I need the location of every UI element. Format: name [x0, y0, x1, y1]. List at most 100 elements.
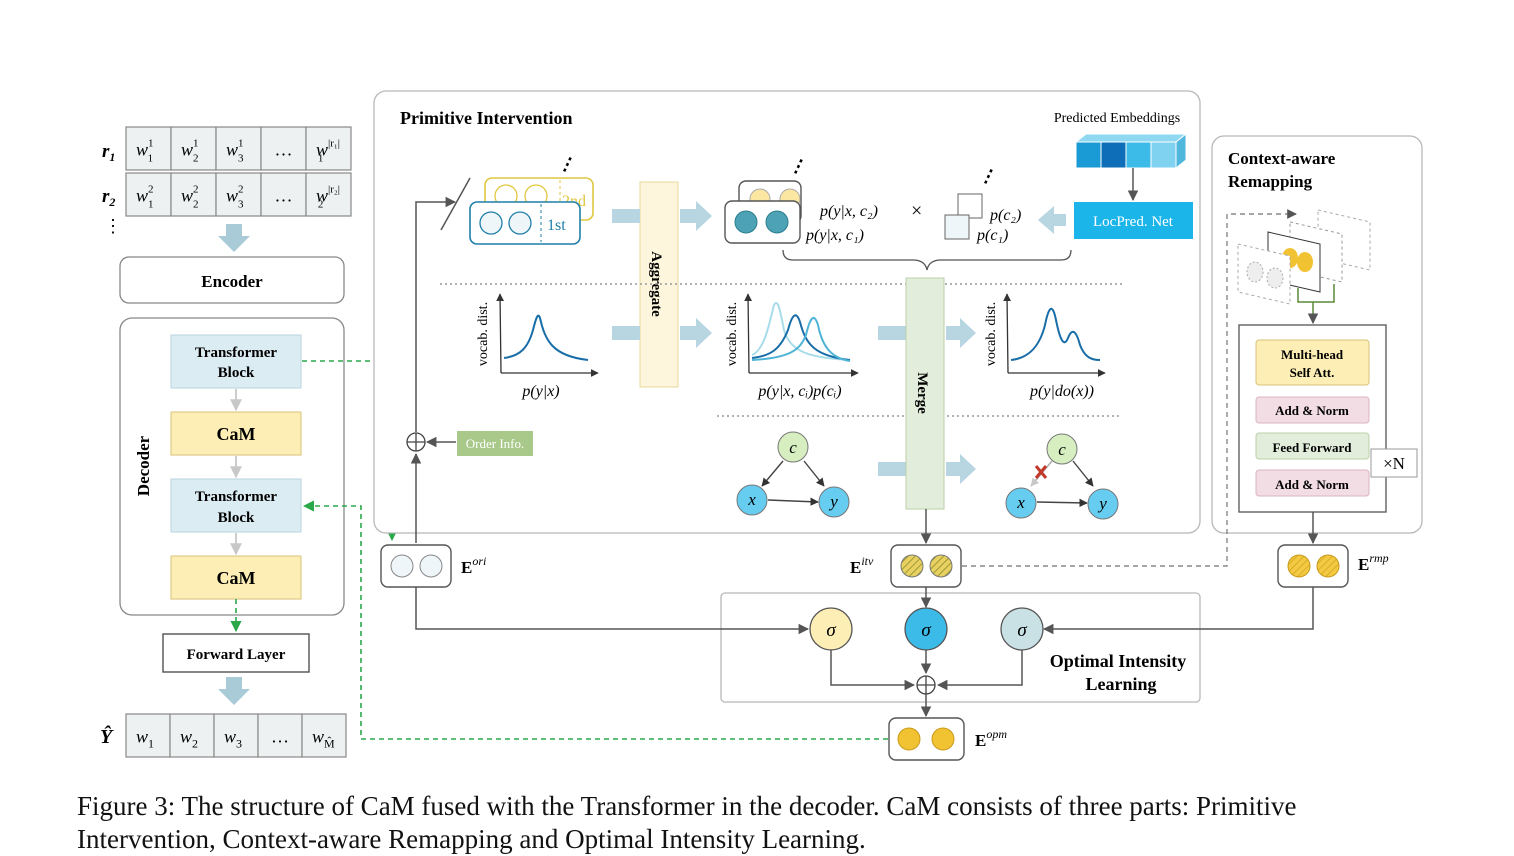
r1-label: r1: [102, 141, 115, 164]
encoder-label: Encoder: [201, 272, 263, 291]
output-cell: [301, 713, 347, 758]
xn-label: ×N: [1383, 454, 1405, 473]
merge-bar: [905, 277, 945, 510]
causal-graph-intervened: c x y: [1005, 433, 1119, 520]
arrow-to-encoder: [218, 224, 250, 252]
ff-label: Feed Forward: [1272, 440, 1352, 455]
r2-cell: [260, 172, 307, 217]
r1-token: w|r₁|1: [316, 138, 340, 165]
xn-box: [1370, 448, 1418, 478]
caption-line-1: Figure 3: The structure of CaM fused wit…: [77, 791, 1297, 821]
p-y-x-c2: p(y|x, c₂): [819, 203, 878, 220]
cam-block-1-label: CaM: [217, 424, 256, 444]
plot2-ylabel: vocab. dist.: [725, 302, 740, 366]
figure-caption: Figure 3: The structure of CaM fused wit…: [77, 790, 1457, 856]
oil-title-line2: Learning: [1085, 674, 1156, 694]
transformer-block-1: [170, 334, 302, 389]
r2-cell: [170, 172, 217, 217]
transformer-block-2-line2: Block: [218, 510, 255, 526]
e-itv-label: Eitv: [850, 554, 874, 577]
output-token: w1: [136, 727, 154, 751]
addnorm-2-label: Add & Norm: [1275, 477, 1349, 492]
p-c1: p(c₁): [976, 227, 1008, 244]
caption-line-2: Intervention, Context-aware Remapping an…: [77, 824, 866, 854]
flow-arrows: [612, 201, 976, 484]
r2-cell: [125, 172, 172, 217]
remap-title-line2: Remapping: [1228, 172, 1313, 191]
cam-block-1: [170, 411, 302, 456]
node-c-1: c: [789, 438, 797, 457]
forward-layer-label: Forward Layer: [187, 647, 286, 663]
output-token: w3: [224, 727, 242, 751]
e-itv-box: Eitv: [850, 544, 962, 588]
y-hat-label: Ŷ: [100, 724, 114, 748]
times-symbol: ×: [911, 200, 922, 222]
output-cell: [257, 713, 303, 758]
forward-layer-box: [162, 633, 310, 673]
arrow-ermp-sigma3: [1042, 587, 1314, 635]
output-token: wM̂: [312, 727, 335, 751]
r2-label: r2: [102, 186, 115, 209]
e-rmp-box: Ermp: [1277, 544, 1389, 588]
addnorm-1-label: Add & Norm: [1275, 403, 1349, 418]
output-cell: [169, 713, 215, 758]
conditional-embedding-stack: ⋮ p(y|x, c₂) p(y|x, c₁): [724, 153, 878, 244]
node-x-2: x: [1016, 493, 1025, 512]
mhsa-line2: Self Att.: [1290, 365, 1335, 380]
plot3-ylabel: vocab. dist.: [984, 302, 999, 366]
e-ori-label: Eori: [461, 554, 486, 577]
transformer-block-1-line2: Block: [218, 365, 255, 381]
output-token: …: [271, 727, 289, 747]
r1-cell: [215, 126, 262, 171]
predicted-embeddings-icon: [1074, 132, 1188, 170]
merge-brace: [782, 249, 1072, 271]
remap-cards-icon: [1237, 209, 1371, 305]
e-rmp-label: Ermp: [1358, 551, 1389, 574]
oil-title-line1: Optimal Intensity: [1050, 651, 1187, 671]
plot2-xlabel: p(y|x, cᵢ)p(cᵢ): [757, 383, 841, 400]
ordered-embedding-stack: 2nd 1st ⋮: [469, 151, 594, 245]
sigma-rmp-label: σ: [1017, 620, 1027, 641]
plot-p-y-x-ci: vocab. dist. p(y|x, cᵢ)p(cᵢ): [725, 293, 859, 400]
r2-token: w|r₂|2: [316, 184, 340, 211]
locpred-net-label: LocPred. Net: [1093, 214, 1174, 230]
e-opm-label: Eopm: [975, 727, 1007, 750]
plot3-xlabel: p(y|do(x)): [1029, 383, 1094, 400]
primitive-title: Primitive Intervention: [400, 108, 572, 128]
stack-1st-label: 1st: [547, 217, 566, 234]
arrow-locpred-prior: [1038, 206, 1066, 234]
r1-cell: [125, 126, 172, 171]
cam-block-2: [170, 555, 302, 600]
arrow-to-stack: [415, 196, 457, 432]
r2-cell: [215, 172, 262, 217]
order-info-box: [457, 431, 533, 456]
p-c2: p(c₂): [989, 207, 1021, 224]
causal-graph-observational: c x y: [736, 431, 850, 518]
encoder-box: [119, 256, 345, 304]
r1-token: …: [275, 140, 293, 160]
locpred-net-box: [1074, 202, 1193, 239]
plot1-xlabel: p(y|x): [521, 383, 559, 400]
ff-block: [1255, 432, 1370, 460]
mhsa-line1: Multi-head: [1281, 347, 1344, 362]
mhsa-block: [1255, 339, 1370, 386]
dashed-eopm-to-tb2: [302, 500, 888, 740]
arrow-to-output: [218, 677, 250, 705]
addnorm-1-block: [1255, 396, 1370, 424]
p-y-x-c1: p(y|x, c₁): [805, 227, 864, 244]
addnorm-2-block: [1255, 469, 1370, 497]
node-y-1: y: [828, 492, 838, 511]
decoder-label: Decoder: [134, 435, 153, 496]
rows-vdots: ⋮: [104, 216, 122, 236]
node-y-2: y: [1097, 494, 1107, 513]
